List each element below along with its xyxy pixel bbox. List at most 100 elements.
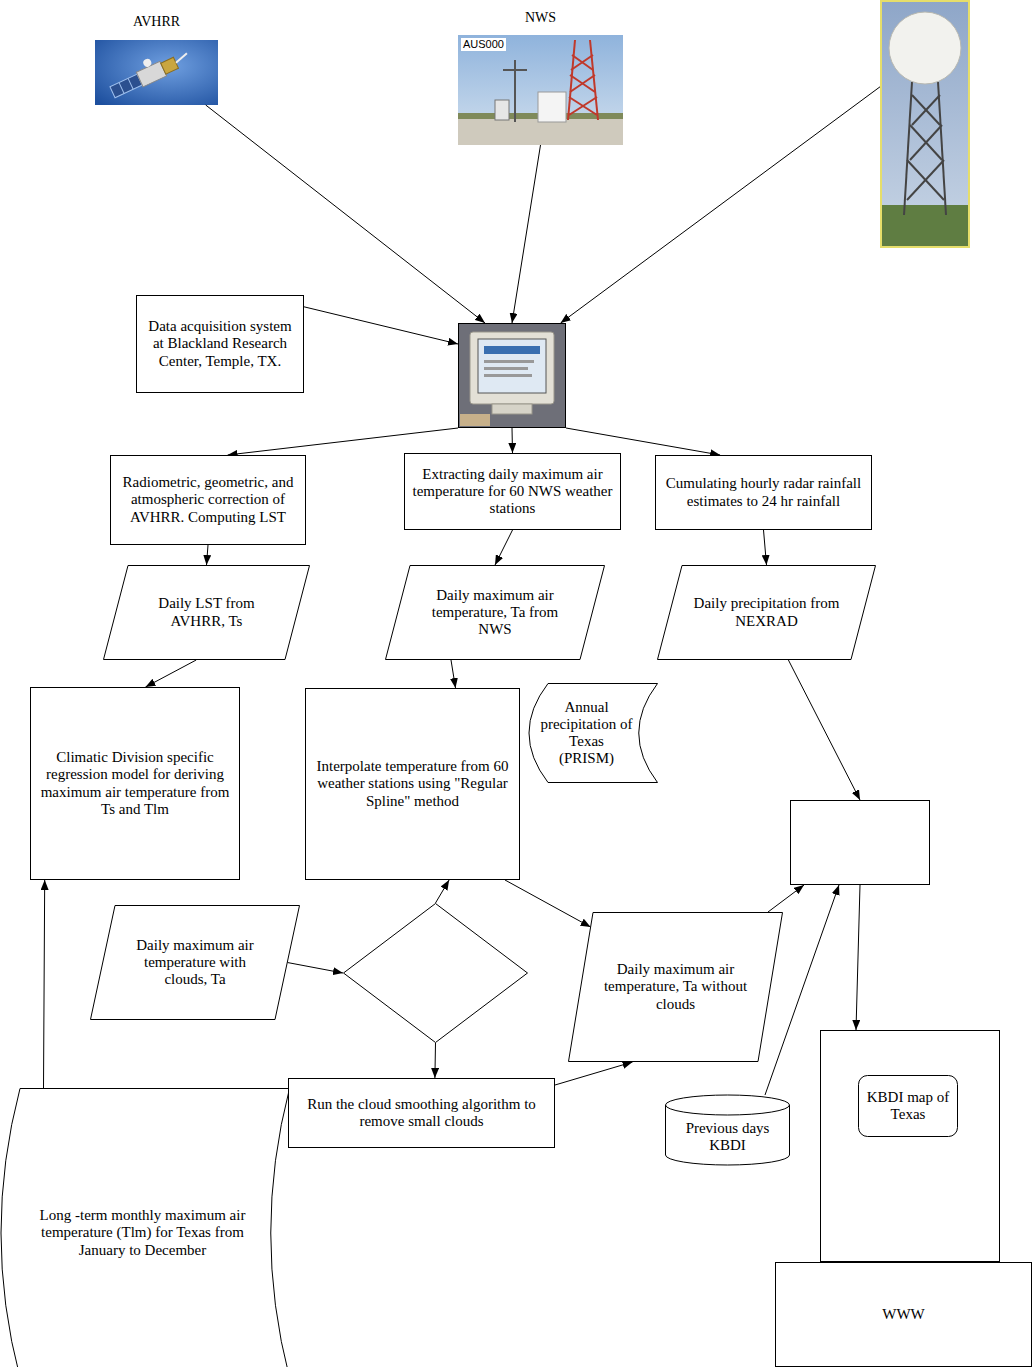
process-box: Extracting daily maximum air temperature… [404,453,621,530]
text-area: Extracting daily maximum air temperature… [412,453,613,530]
map-box: KBDI map of Texas [858,1075,958,1137]
arrow-connector [768,885,804,912]
monitor-screen-outline [820,1030,1000,1262]
callout-box-border [137,296,304,393]
arrow-connector [434,1043,436,1078]
process-box-border [306,689,520,880]
text-area: Daily precipitation from NEXRAD [690,565,843,660]
text-area: Annual precipitation of Texas (PRISM) [540,683,633,783]
process-box-border [791,801,930,885]
node-text: NWS [458,10,623,26]
arrow-connector [561,87,880,323]
decision-diamond-outline [343,903,528,1043]
text-area [798,800,922,885]
node-text: WWW [882,1306,924,1323]
arrow-connector [436,880,450,903]
data-parallelogram: Daily LST from AVHRR, Ts [103,565,310,660]
weather-station-photo: NWSAUS000 [458,35,623,145]
node-text: Previous days KBDI [671,1120,784,1155]
arrow-connector [555,1062,633,1085]
arrow-connector [228,428,458,455]
stored-data: Long -term monthly maximum air temperatu… [0,1088,290,1367]
text-area: Interpolate temperature from 60 weather … [313,688,512,880]
text-area: Climatic Division specific regression mo… [38,687,232,880]
process-box: Interpolate temperature from 60 weather … [305,688,520,880]
arrow-connector [505,880,591,927]
computer-picture [459,324,566,428]
data-parallelogram: Daily maximum air temperature with cloud… [90,905,300,1020]
node-text: Interpolate temperature from 60 weather … [313,758,512,810]
arrow-connector [856,885,860,1030]
text-area: Previous days KBDI [671,1095,784,1165]
node-text: Annual precipitation of Texas (PRISM) [540,699,633,768]
text-area: Radiometric, geometric, and atmospheric … [118,455,298,545]
data-parallelogram: Daily precipitation from NEXRAD [657,565,876,660]
arrow-connector [764,530,767,565]
node-text: Run the cloud smoothing algorithm to rem… [296,1096,547,1131]
data-parallelogram: Daily maximum air temperature, Ta withou… [568,912,783,1062]
text-area [383,903,488,1043]
text-area: Data acquisition system at Blackland Res… [144,295,296,393]
node-text: Extracting daily maximum air temperature… [412,466,613,518]
data-parallelogram-border [91,906,300,1020]
callout-box: Data acquisition system at Blackland Res… [136,295,304,393]
arrow-connector [304,307,458,344]
process-box-border [289,1079,555,1148]
stored-data-border [1,1089,290,1367]
node-text: Daily maximum air temperature, Ta withou… [601,961,750,1013]
arrow-connector [512,145,541,323]
node-text: Daily maximum air temperature with cloud… [123,937,267,989]
process-box: Climatic Division specific regression mo… [30,687,240,880]
map-box-border [859,1076,958,1137]
arrow-connector [287,963,343,974]
stored-data-border [529,684,658,783]
text-area [95,40,218,105]
process-box: Radiometric, geometric, and atmospheric … [110,455,306,545]
process-box-border [31,688,240,880]
monitor-screen-border [821,1031,1000,1262]
node-text: AUS000 [461,38,506,51]
text-area: Daily maximum air temperature with cloud… [123,905,267,1020]
data-parallelogram-border [104,566,310,660]
data-parallelogram-border [658,566,876,660]
arrow-connector [146,660,197,687]
process-box-outline [790,800,930,885]
process-box [790,800,930,885]
arrow-connector [206,105,485,323]
process-box: Cumulating hourly radar rainfall estimat… [655,455,872,530]
node-text: Daily precipitation from NEXRAD [690,595,843,630]
data-parallelogram-border [569,913,783,1062]
database-cylinder: Previous days KBDI [665,1095,790,1165]
node-text: Daily LST from AVHRR, Ts [136,595,277,630]
satellite-picture [95,40,218,105]
process-box-border [111,456,306,545]
text-area [458,323,566,428]
arrow-connector [207,545,209,565]
cylinder-lip [666,1105,790,1115]
text-area [458,35,623,145]
radar-picture [881,1,969,247]
text-area: Long -term monthly maximum air temperatu… [25,1088,260,1367]
node-text: Cumulating hourly radar rainfall estimat… [663,475,864,510]
text-area [880,0,970,248]
computer-photo [458,323,566,428]
arrow-connector [495,530,513,565]
text-area: Daily LST from AVHRR, Ts [136,565,277,660]
data-parallelogram: Daily maximum air temperature, Ta from N… [385,565,605,660]
decision-diamond-border [344,904,528,1043]
monitor-base: WWW [775,1262,1032,1367]
text-area: WWW [783,1262,1024,1367]
data-parallelogram-border [386,566,605,660]
arrow-connector [512,428,514,453]
arrow-connector [788,660,860,800]
text-area [828,1030,992,1262]
text-area: Daily maximum air temperature, Ta withou… [601,912,750,1062]
radar-photo [880,0,970,248]
arrow-connector [566,428,720,455]
node-text: Climatic Division specific regression mo… [38,749,232,818]
node-text: Radiometric, geometric, and atmospheric … [118,474,298,526]
node-text: AVHRR [65,14,248,30]
monitor-screen: KBDI map of Texas [820,1030,1000,1262]
node-text: Daily maximum air temperature, Ta from N… [418,587,572,639]
node-text: KBDI map of Texas [863,1089,953,1124]
